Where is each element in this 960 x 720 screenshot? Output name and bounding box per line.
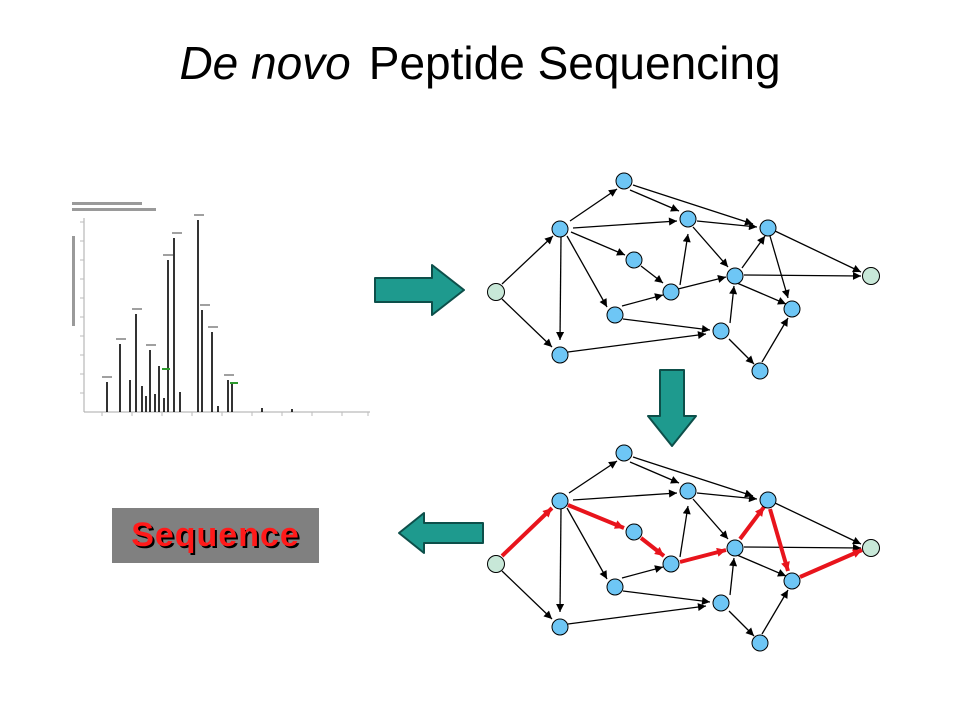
spectrum-graph	[487, 172, 880, 380]
arrow-down-icon	[647, 369, 697, 447]
graph-edges	[501, 184, 862, 365]
arrow-right-icon	[374, 264, 465, 316]
title-main: Peptide Sequencing	[368, 37, 781, 89]
arrow-left-icon	[398, 512, 484, 554]
graph-nodes	[487, 172, 880, 380]
sequence-label: Sequence	[131, 516, 300, 554]
slide-title: De novo Peptide Sequencing	[0, 36, 960, 90]
graph-nodes	[487, 444, 880, 652]
highlighted-path-graph	[487, 444, 880, 652]
graph-edges	[501, 456, 862, 637]
sequence-result-box: Sequence	[112, 508, 319, 563]
mass-spectrum-thumbnail	[72, 202, 370, 416]
sequence-path	[500, 503, 863, 579]
title-italic: De novo	[179, 37, 351, 89]
